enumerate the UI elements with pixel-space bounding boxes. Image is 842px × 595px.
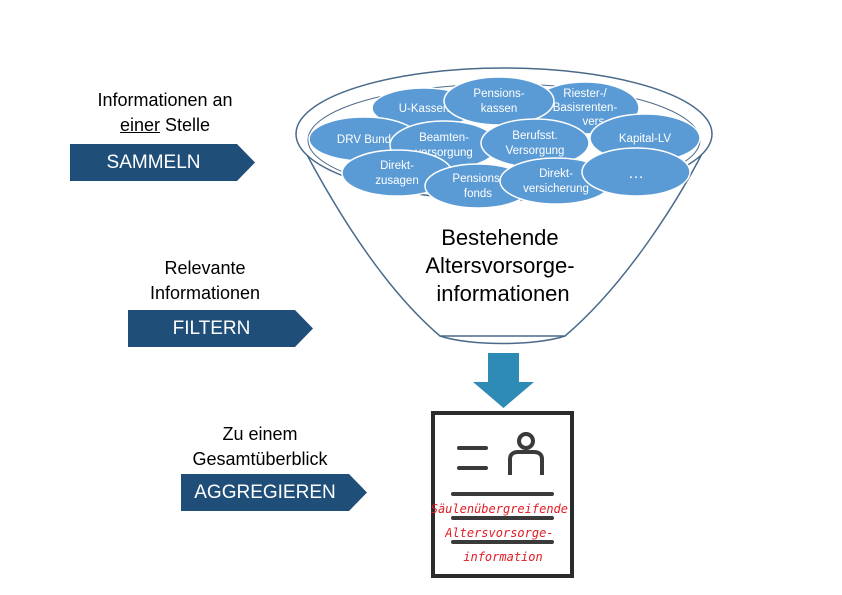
- step-1-action-label: SAMMELN: [106, 151, 201, 173]
- arrow-down-icon: [473, 353, 534, 408]
- source-label: U-Kassen: [399, 103, 450, 115]
- source-label: Basisrenten-: [553, 102, 618, 114]
- svg-text:…: …: [628, 165, 644, 182]
- source-label: kassen: [481, 103, 517, 115]
- source-label: Kapital-LV: [619, 133, 672, 145]
- source-label: Beamten-: [419, 132, 469, 144]
- step-1-line-2-rest: Stelle: [160, 115, 211, 135]
- person-icon-body: [508, 450, 544, 475]
- step-2-line-1: Relevante: [164, 258, 246, 278]
- svg-text:DRV Bund: DRV Bund: [337, 134, 391, 146]
- step-2-action-arrow: FILTERN: [128, 310, 313, 347]
- funnel-outlet: [439, 335, 566, 345]
- step-3-line-1: Zu einem: [222, 424, 298, 444]
- step-3-line-2: Gesamtüberblick: [192, 449, 328, 469]
- source-label: Direkt-: [539, 168, 573, 180]
- step-1-description: Informationen an einer Stelle: [70, 88, 260, 138]
- svg-text:Direkt-zusagen: Direkt-zusagen: [375, 160, 418, 187]
- person-icon-head: [517, 432, 535, 450]
- source-label: …: [628, 165, 644, 182]
- svg-text:Kapital-LV: Kapital-LV: [619, 133, 672, 145]
- source-label: DRV Bund: [337, 134, 391, 146]
- svg-text:U-Kassen: U-Kassen: [399, 103, 450, 115]
- source-more: …: [581, 147, 691, 197]
- step-1-line-1: Informationen an: [97, 90, 233, 110]
- step-2-action-label: FILTERN: [172, 317, 251, 339]
- step-2-line-2: Informationen: [149, 283, 261, 303]
- document-caption: Säulenübergreifende Altersvorsorge- info…: [431, 502, 576, 564]
- source-label: zusagen: [375, 175, 418, 187]
- document-caption-line-2: Altersvorsorge-: [444, 526, 553, 540]
- funnel-label-line-2: Altersvorsorge-: [425, 253, 574, 278]
- source-label: Pensions-: [473, 88, 524, 100]
- funnel-label: Bestehende Altersvorsorge- informationen: [425, 225, 580, 306]
- step-3-action-arrow: AGGREGIEREN: [181, 474, 367, 511]
- svg-text:Pensions-kassen: Pensions-kassen: [473, 88, 524, 115]
- step-3-action-label: AGGREGIEREN: [194, 481, 336, 503]
- step-3-description: Zu einem Gesamtüberblick: [170, 422, 350, 472]
- source-label: Pensions-: [452, 173, 503, 185]
- source-label: fonds: [464, 188, 492, 200]
- svg-text:Berufsst.Versorgung: Berufsst. Versorgung: [506, 130, 565, 157]
- source-berufsst-versorgung: Berufsst. Versorgung: [480, 118, 590, 168]
- step-1-line-2: einer Stelle: [70, 113, 260, 138]
- source-label: Versorgung: [506, 145, 565, 157]
- step-1-underlined-word: einer: [119, 115, 160, 135]
- document-caption-line-1: Säulenübergreifende: [431, 502, 568, 516]
- step-1-action-arrow: SAMMELN: [70, 144, 255, 181]
- svg-text:Direkt-versicherung: Direkt-versicherung: [523, 168, 589, 195]
- source-label: versicherung: [523, 183, 589, 195]
- funnel-label-line-3: informationen: [436, 281, 569, 306]
- step-2-description: Relevante Informationen: [120, 256, 290, 306]
- source-label: Berufsst.: [512, 130, 557, 142]
- source-label: Direkt-: [380, 160, 414, 172]
- document-icon: Säulenübergreifende Altersvorsorge- info…: [431, 411, 576, 578]
- source-pensionskassen: Pensions-kassen: [443, 76, 555, 126]
- funnel-label-line-1: Bestehende: [441, 225, 558, 250]
- source-label: Riester-/: [563, 88, 607, 100]
- svg-text:Pensions-fonds: Pensions-fonds: [452, 173, 503, 200]
- document-caption-line-3: information: [463, 550, 542, 564]
